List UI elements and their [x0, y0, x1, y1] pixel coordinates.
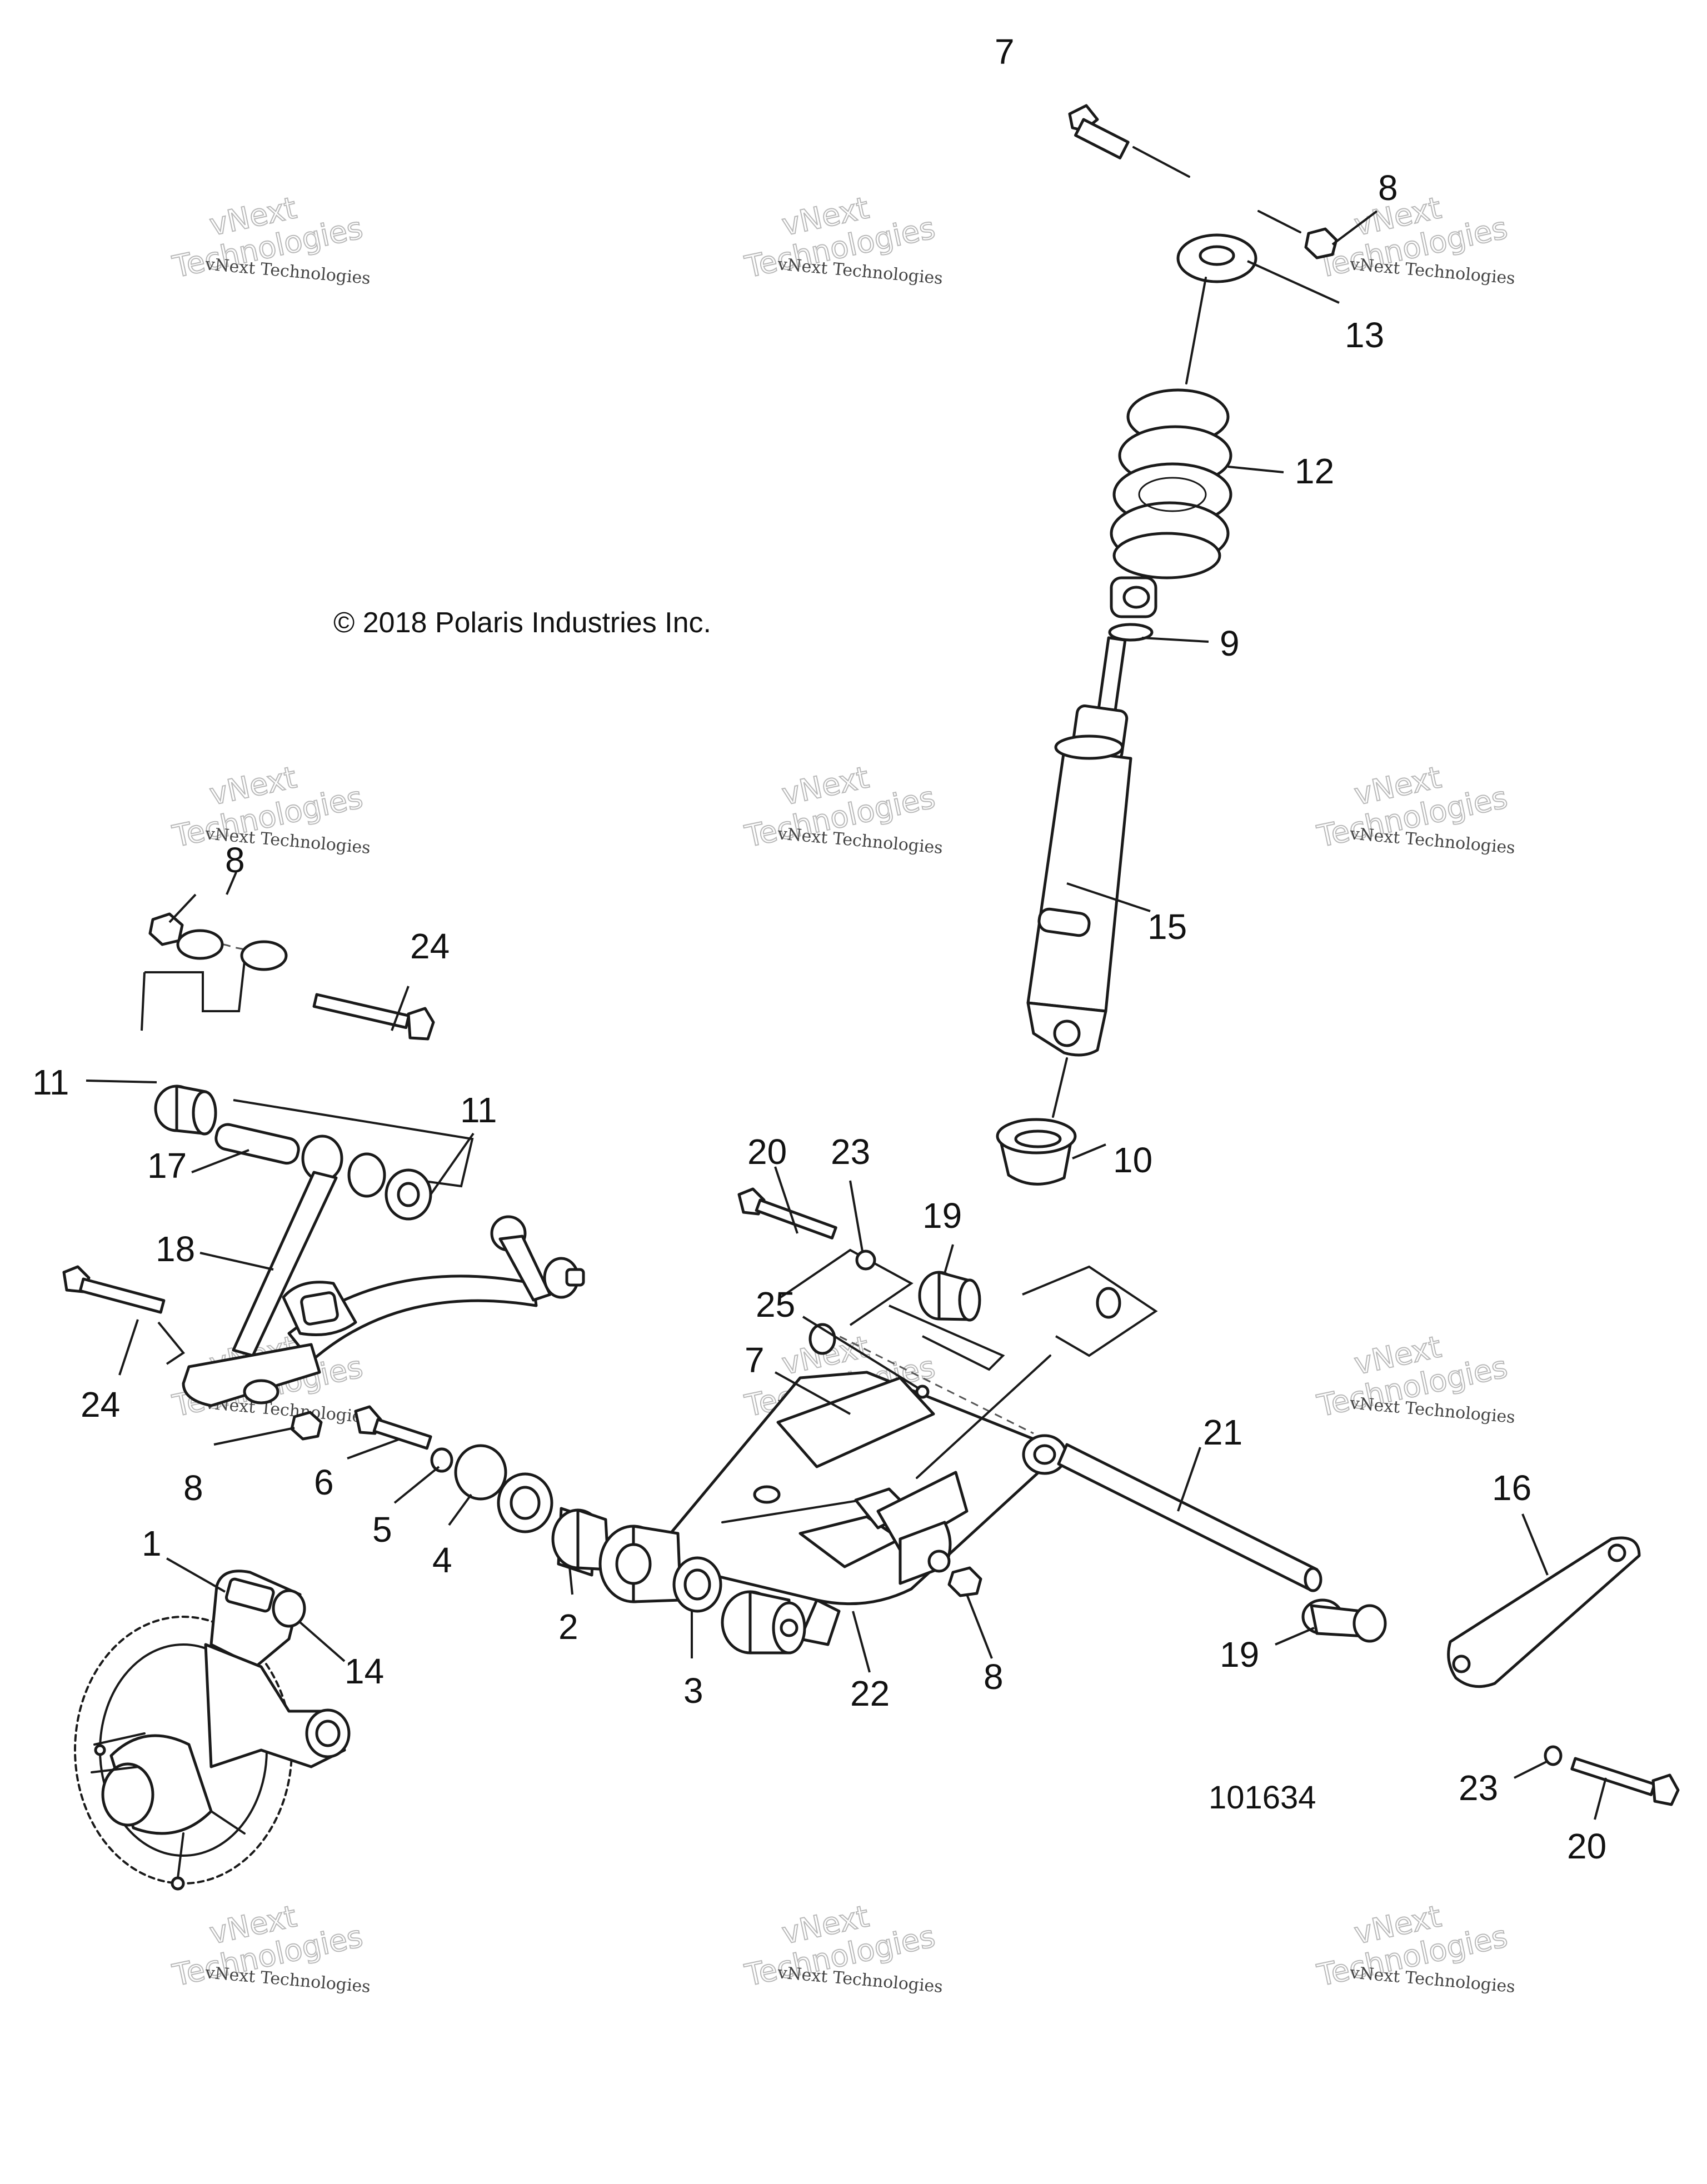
callout-11: 11 — [32, 1062, 69, 1102]
watermark: Technologies vNext vNext Technologies — [169, 189, 371, 288]
bolt-20-lower — [1544, 1745, 1680, 1806]
bushing-right — [301, 1135, 432, 1221]
bolt-20-top — [737, 1187, 837, 1240]
skid-plate — [1447, 1536, 1641, 1688]
callout-6: 6 — [314, 1462, 334, 1502]
callout-18: 18 — [156, 1229, 195, 1269]
shock-assembly — [996, 104, 1338, 1186]
knuckle-bushing — [272, 1589, 306, 1628]
callout-20: 20 — [747, 1132, 787, 1172]
nut-mid — [947, 1566, 982, 1597]
callout-24: 24 — [81, 1385, 120, 1425]
callout-12: 12 — [1295, 451, 1334, 491]
callouts: 7 8 13 12 9 15 10 8 24 11 11 17 18 24 8 … — [32, 32, 1606, 1866]
callout-13: 13 — [1345, 315, 1384, 355]
callout-9: 9 — [1220, 623, 1240, 663]
watermark: Technologies vNext vNext Technologies — [741, 189, 944, 288]
shock-bushing — [1108, 576, 1157, 642]
callout-16: 16 — [1492, 1468, 1531, 1508]
callout-10: 10 — [1113, 1140, 1152, 1180]
bushing-19-top — [918, 1271, 981, 1322]
a-arm — [182, 1171, 585, 1407]
frame-panel — [780, 1248, 914, 1326]
arm-lower-pivot — [721, 1590, 806, 1655]
callout-3: 3 — [683, 1671, 703, 1711]
arm-front-bushing — [598, 1525, 682, 1603]
callout-21: 21 — [1203, 1412, 1242, 1452]
watermarks: Technologies vNext vNext Technologies Te… — [169, 189, 1516, 1997]
watermark: Technologies vNext vNext Technologies — [1314, 1898, 1516, 1997]
callout-24: 24 — [410, 926, 450, 966]
bolt-upper — [312, 993, 435, 1041]
shock-absorber — [1026, 636, 1132, 1118]
figure-number: 101634 — [1209, 1780, 1316, 1816]
coil-spring — [1110, 388, 1232, 579]
copyright-text: © 2018 Polaris Industries Inc. — [333, 607, 711, 639]
callout-4: 4 — [432, 1540, 452, 1580]
watermark: Technologies vNext vNext Technologies — [741, 1898, 944, 1997]
hub-knuckle-assembly — [74, 1570, 351, 1891]
spring-retainer — [1176, 233, 1257, 384]
nut-top — [1257, 210, 1338, 259]
watermark: Technologies vNext vNext Technologies — [741, 759, 944, 858]
callout-19: 19 — [1220, 1635, 1259, 1675]
bolt-left — [62, 1265, 185, 1365]
watermark: Technologies vNext vNext Technologies — [1314, 759, 1516, 858]
callout-25: 25 — [756, 1285, 795, 1325]
bushing-left — [154, 1084, 217, 1136]
bushing-19-lower — [1301, 1598, 1387, 1643]
leader-lines — [86, 210, 1607, 1820]
callout-11: 11 — [460, 1090, 497, 1130]
bushing-3 — [672, 1556, 722, 1613]
callout-8: 8 — [984, 1657, 1004, 1697]
callout-1: 1 — [142, 1523, 162, 1563]
callout-8: 8 — [1378, 168, 1398, 208]
trailing-arm — [660, 1371, 1067, 1646]
watermark: Technologies vNext vNext Technologies — [1314, 189, 1516, 288]
washer-small — [430, 1447, 453, 1473]
callout-17: 17 — [147, 1146, 187, 1186]
sleeve — [214, 1123, 300, 1165]
watermark: Technologies vNext vNext Technologies — [169, 759, 371, 858]
callout-5: 5 — [372, 1510, 392, 1550]
spring-cup — [996, 1118, 1077, 1186]
pivot-shaft — [1057, 1443, 1322, 1592]
bolt-6 — [354, 1405, 432, 1450]
callout-23: 23 — [831, 1132, 870, 1172]
trailing-arm-assembly — [497, 1187, 1387, 1655]
washer-23-top — [855, 1250, 876, 1271]
callout-8: 8 — [183, 1468, 203, 1508]
callout-7: 7 — [745, 1340, 765, 1380]
callout-19: 19 — [922, 1196, 962, 1236]
callout-23: 23 — [1459, 1768, 1498, 1808]
bolt-top — [1068, 104, 1190, 178]
callout-20: 20 — [1567, 1826, 1606, 1866]
watermark: Technologies vNext vNext Technologies — [1314, 1328, 1516, 1427]
callout-14: 14 — [345, 1651, 384, 1691]
callout-7: 7 — [995, 32, 1015, 72]
washer-large — [454, 1444, 507, 1501]
upper-a-arm-assembly — [62, 912, 585, 1501]
callout-2: 2 — [558, 1607, 578, 1647]
callout-8: 8 — [225, 840, 245, 880]
bushing-cylinder — [497, 1472, 610, 1577]
callout-22: 22 — [850, 1673, 890, 1713]
watermark: Technologies vNext vNext Technologies — [169, 1898, 371, 1997]
frame-outline — [144, 961, 246, 1012]
callout-15: 15 — [1147, 907, 1187, 947]
